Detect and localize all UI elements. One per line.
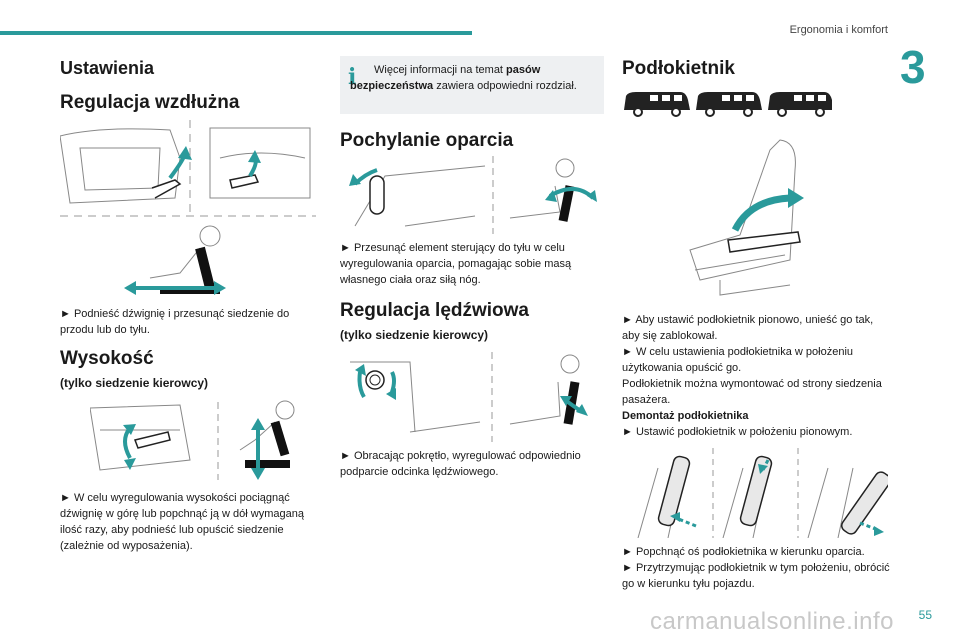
heading-armrest-removal: Demontaż podłokietnika [622,410,749,422]
paragraph-height: ► W celu wyregulowania wysokości pociągn… [60,492,304,552]
info-icon: i [348,64,357,90]
armrest-figure [689,139,804,296]
chapter-number: 3 [900,41,926,93]
heading-lumbar: Regulacja lędźwiowa [340,300,529,321]
heading-armrest: Podłokietnik [622,58,735,79]
van-icon [624,92,690,117]
subheading-height: (tylko siedzenie kierowcy) [60,376,209,390]
header-accent-bar [0,31,472,35]
section-title-settings: Ustawienia [60,58,155,78]
vehicle-versions-icons [624,92,832,117]
paragraph-recline: ► Przesunąć element sterujący do tyłu w … [340,242,572,286]
paragraph-armrest-1: ► Aby ustawić podłokietnik pionowo, unie… [622,314,874,342]
heading-recline: Pochylanie oparcia [340,130,514,151]
paragraph-armrest-2: ► W celu ustawienia podłokietnika w poło… [622,346,854,374]
watermark: carmanualsonline.info [650,608,894,635]
paragraph-armrest-3: Podłokietnik można wymontować od strony … [622,378,882,406]
lumbar-figure [350,352,588,442]
paragraph-armrest-5: ► Popchnąć oś podłokietnika w kierunku o… [622,546,865,558]
paragraph-armrest-4: ► Ustawić podłokietnik w położeniu piono… [622,426,853,438]
paragraph-longitudinal: ► Podnieść dźwignię i przesunąć siedzeni… [60,308,290,336]
page-number: 55 [918,608,932,622]
heading-height: Wysokość [60,348,154,369]
paragraph-lumbar: ► Obracając pokrętło, wyregulować odpowi… [340,450,581,478]
info-box-seatbelts: i Więcej informacji na temat pasów bezpi… [340,56,604,114]
info-text: Więcej informacji na temat pasów bezpiec… [350,64,577,92]
longitudinal-adjustment-figure [60,120,316,295]
height-adjustment-figure [90,400,295,480]
armrest-removal-figure [637,448,888,538]
heading-longitudinal: Regulacja wzdłużna [60,92,240,113]
subheading-lumbar: (tylko siedzenie kierowcy) [340,328,489,342]
recline-figure [349,156,597,234]
paragraph-armrest-6: ► Przytrzymując podłokietnik w tym położ… [622,562,890,590]
running-head: Ergonomia i komfort [789,24,888,36]
